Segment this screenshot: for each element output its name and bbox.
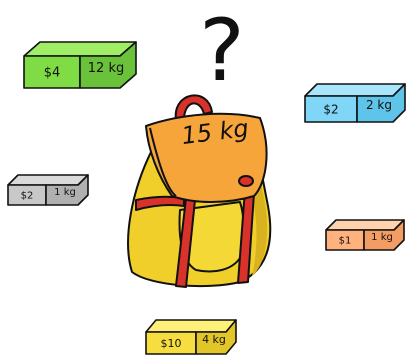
item-box: $4 12 kg xyxy=(24,42,136,88)
item-box: $2 2 kg xyxy=(305,84,405,122)
item-weight: 1 kg xyxy=(54,187,76,198)
item-box-top xyxy=(146,320,236,332)
item-box-top xyxy=(8,175,88,185)
item-box-top xyxy=(24,42,136,56)
question-mark: ? xyxy=(199,1,245,101)
item-box: $2 1 kg xyxy=(8,175,88,205)
item-box: $1 1 kg xyxy=(326,220,404,250)
item-weight: 12 kg xyxy=(88,61,124,76)
item-box-top xyxy=(326,220,404,230)
item-weight: 2 kg xyxy=(366,98,392,112)
item-box-top xyxy=(305,84,405,96)
item-price: $1 xyxy=(339,236,352,247)
item-price: $10 xyxy=(161,337,182,350)
item-price: $2 xyxy=(323,102,338,116)
item-price: $2 xyxy=(21,191,34,202)
item-weight: 4 kg xyxy=(202,333,226,346)
item-weight: 1 kg xyxy=(371,232,393,243)
item-box: $10 4 kg xyxy=(146,320,236,354)
item-price: $4 xyxy=(44,66,61,81)
knapsack-buckle xyxy=(239,176,253,186)
